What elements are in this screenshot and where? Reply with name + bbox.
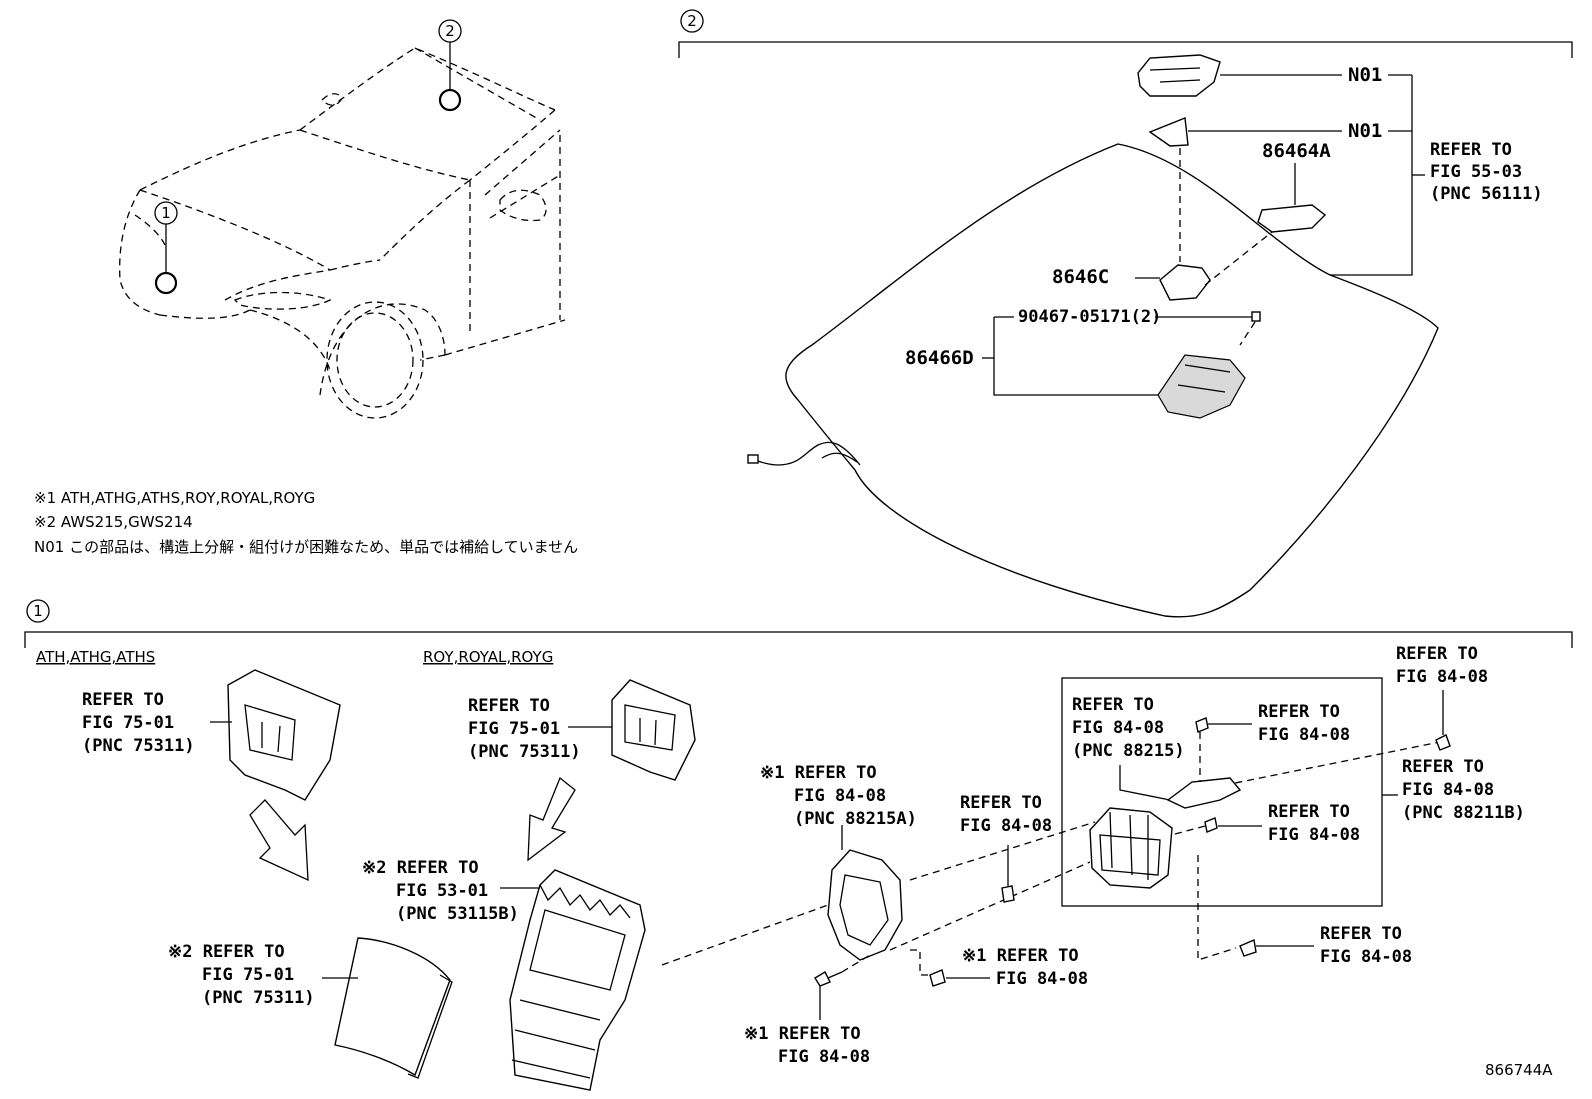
ref-box-left-l3: (PNC 88215) (1072, 741, 1185, 761)
ref-box-top-l1: REFER TO (1258, 702, 1340, 722)
ref-bracket-l3: (PNC 88215A) (794, 809, 917, 829)
ref-box-left-l2: FIG 84-08 (1072, 718, 1164, 738)
screw-box-mid (1204, 817, 1218, 833)
ref-bracket-l2: FIG 84-08 (794, 786, 886, 806)
ref-bottom-right-l1: REFER TO (1320, 924, 1402, 944)
note-2: ※2 AWS215,GWS214 (34, 513, 193, 531)
ref-mid-l2: FIG 84-08 (960, 816, 1052, 836)
ref-a1-l2: FIG 75-01 (82, 713, 174, 733)
screw-box-top (1195, 717, 1209, 733)
radar-bracket (827, 849, 903, 961)
callout-2-car: 2 (445, 22, 455, 40)
windshield-glass (785, 143, 1439, 618)
note-3: N01 この部品は、構造上分解・組付けが困難なため、単品では補給していません (34, 538, 578, 556)
nut-mid (1001, 885, 1015, 903)
part-86464a-label: 86464A (1262, 140, 1331, 162)
section-1: 1 ATH,ATHG,ATHS ROY,ROYAL,ROYG REFER TO … (24, 599, 1573, 1091)
ref-a1-l3: (PNC 75311) (82, 736, 195, 756)
screw-bottom (814, 971, 831, 987)
ref-a2-l2: FIG 75-01 (202, 965, 294, 985)
variant-a: ATH,ATHG,ATHS (36, 648, 155, 666)
ref-top-right-l2: FIG 84-08 (1396, 667, 1488, 687)
car-overview: 2 1 (119, 19, 566, 419)
ref-bracket-l1: ※1 REFER TO (760, 763, 877, 783)
figure-id: 866744A (1485, 1061, 1553, 1079)
variant-b: ROY,ROYAL,ROYG (423, 648, 553, 666)
ref-bottom-right-l2: FIG 84-08 (1320, 947, 1412, 967)
ref-box-left-l1: REFER TO (1072, 695, 1154, 715)
part-86464a (1257, 204, 1327, 233)
ref-box-mid-l1: REFER TO (1268, 802, 1350, 822)
part-8646c-label: 8646C (1052, 266, 1109, 288)
arrow-b (527, 776, 576, 862)
ref-screw-bottom-l2: FIG 84-08 (778, 1047, 870, 1067)
ref-right-l1: REFER TO (1402, 757, 1484, 777)
clip (929, 969, 946, 987)
notes: ※1 ATH,ATHG,ATHS,ROY,ROYAL,ROYG ※2 AWS21… (34, 489, 578, 556)
note-1: ※1 ATH,ATHG,ATHS,ROY,ROYAL,ROYG (34, 489, 315, 507)
grille-frame-b (509, 869, 646, 1091)
refer-56111-line3: (PNC 56111) (1430, 184, 1543, 204)
section-2-callout: 2 (687, 12, 697, 30)
ref-right-l3: (PNC 88211B) (1402, 803, 1525, 823)
part-8646c (1159, 264, 1211, 301)
ref-a2-l1: ※2 REFER TO (168, 942, 285, 962)
part-n01-cover (1148, 117, 1189, 147)
ref-a1-l1: REFER TO (82, 690, 164, 710)
ref-box-mid-l2: FIG 84-08 (1268, 825, 1360, 845)
ref-b1-l1: REFER TO (468, 696, 550, 716)
arrow-a (249, 799, 309, 882)
ref-a2-l3: (PNC 75311) (202, 988, 315, 1008)
bolt-bottom-right (1239, 939, 1257, 957)
radar-mount-plate (1166, 777, 1242, 809)
ref-screw-bottom-l1: ※1 REFER TO (744, 1024, 861, 1044)
callout-1-car: 1 (161, 204, 171, 222)
ref-b2-l3: (PNC 53115B) (396, 904, 519, 924)
cover-a (334, 937, 451, 1077)
radar-sensor-box (1061, 677, 1383, 907)
ref-b2-l2: FIG 53-01 (396, 881, 488, 901)
ref-clip-l2: FIG 84-08 (996, 969, 1088, 989)
ref-box-top-l2: FIG 84-08 (1258, 725, 1350, 745)
section-1-callout: 1 (33, 602, 43, 620)
part-n01-a-label: N01 (1348, 64, 1382, 86)
part-n01-bracket (1137, 54, 1221, 97)
emblem-a (227, 669, 341, 801)
emblem-b (611, 679, 696, 781)
part-n01-b-label: N01 (1348, 120, 1382, 142)
ref-mid-l1: REFER TO (960, 793, 1042, 813)
part-90467-label: 90467-05171(2) (1018, 307, 1161, 327)
ref-top-right-l1: REFER TO (1396, 644, 1478, 664)
ref-right-l2: FIG 84-08 (1402, 780, 1494, 800)
part-86466d-label: 86466D (905, 347, 974, 369)
refer-56111-line2: FIG 55-03 (1430, 162, 1522, 182)
ref-b1-l2: FIG 75-01 (468, 719, 560, 739)
section-2: 2 N01 N01 REFER TO FIG 55-03 (PNC 56111)… (678, 9, 1573, 618)
ref-b1-l3: (PNC 75311) (468, 742, 581, 762)
ref-b2-l1: ※2 REFER TO (362, 858, 479, 878)
ref-clip-l1: ※1 REFER TO (962, 946, 1079, 966)
bolt-top-right (1435, 734, 1451, 751)
refer-56111-line1: REFER TO (1430, 140, 1512, 160)
